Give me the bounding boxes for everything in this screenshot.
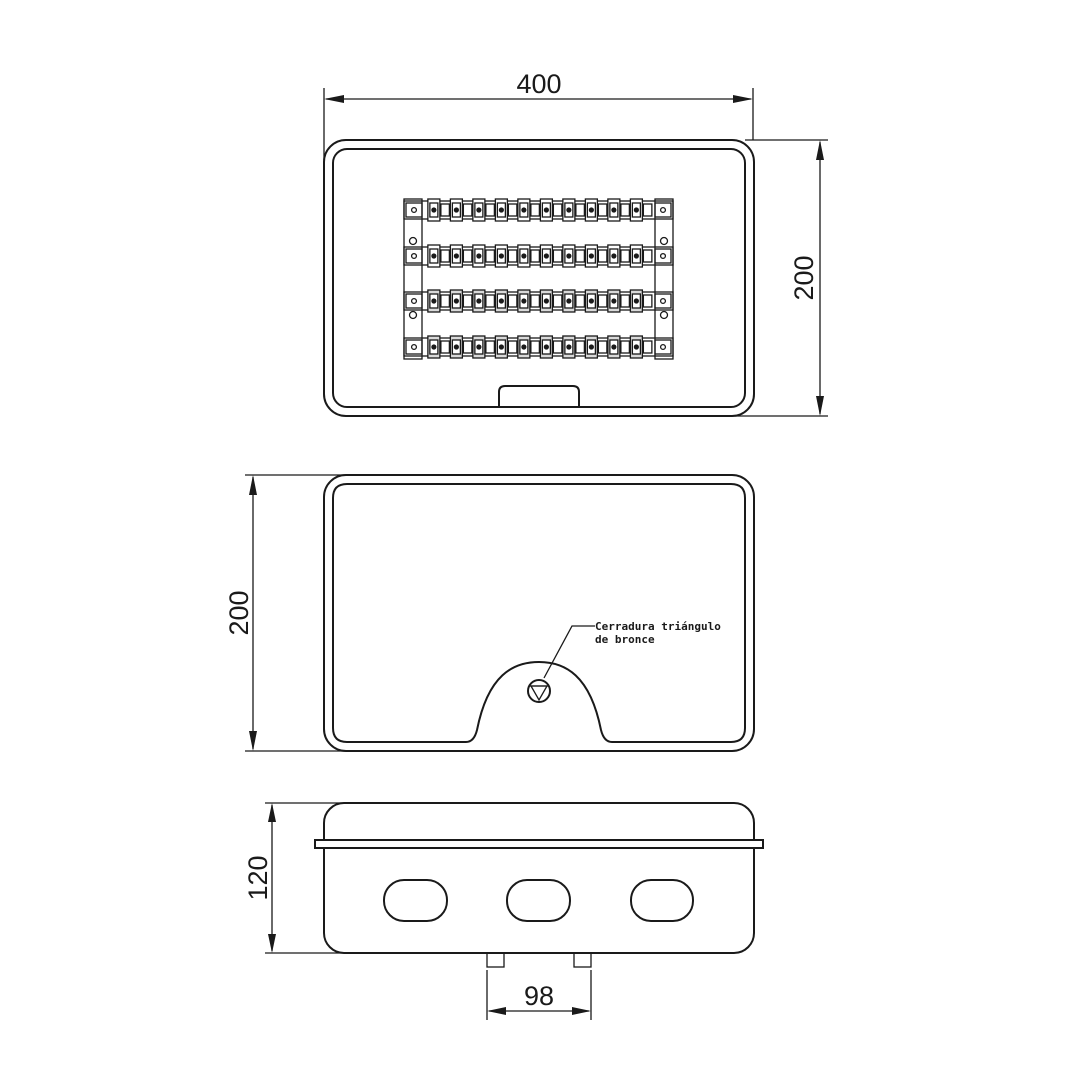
terminal [539, 335, 563, 359]
dimension-label: 400 [516, 69, 561, 99]
terminal [494, 198, 518, 222]
terminal-block [403, 198, 674, 360]
terminal [607, 198, 631, 222]
terminal [629, 335, 653, 359]
side-view: 120 98 [243, 802, 764, 1020]
terminal [629, 198, 653, 222]
dimension-label: 200 [224, 590, 254, 635]
terminal [427, 198, 451, 222]
dimension-mount-spacing-98: 98 [486, 970, 592, 1020]
box-inner-outline [332, 148, 746, 408]
terminal [517, 244, 541, 268]
dimension-height-200-right: 200 [735, 139, 828, 417]
terminal [427, 335, 451, 359]
lid-rim [314, 839, 764, 849]
terminal [562, 335, 586, 359]
annotation-line-1: Cerradura triángulo [595, 620, 721, 633]
box-outline [323, 139, 755, 417]
cable-entry-slot [506, 879, 571, 922]
terminal [449, 335, 473, 359]
dimension-width-400: 400 [323, 69, 754, 160]
terminal [629, 244, 653, 268]
top-view: 400 200 [323, 69, 828, 417]
terminal [449, 244, 473, 268]
terminal [472, 198, 496, 222]
dimension-height-120: 120 [243, 802, 345, 954]
terminal [517, 198, 541, 222]
terminal [427, 289, 451, 313]
cable-entry-slot [630, 879, 694, 922]
mounting-foot [573, 952, 592, 968]
terminal [472, 335, 496, 359]
terminal [449, 289, 473, 313]
terminal [517, 335, 541, 359]
terminal [494, 244, 518, 268]
front-inner-outline-with-arch [332, 483, 746, 743]
terminal [584, 335, 608, 359]
front-view: 200 Cerradura triángulo de bronce [224, 474, 755, 752]
terminal [562, 198, 586, 222]
terminal [494, 289, 518, 313]
terminal [607, 244, 631, 268]
terminal [427, 244, 451, 268]
terminal [584, 289, 608, 313]
front-box-outline [323, 474, 755, 752]
terminal [449, 198, 473, 222]
dimension-label: 120 [243, 855, 273, 900]
terminal [472, 289, 496, 313]
side-box-outline [323, 802, 755, 954]
terminal [629, 289, 653, 313]
dimension-height-200-left: 200 [224, 474, 345, 752]
terminal [494, 335, 518, 359]
terminal [584, 198, 608, 222]
terminal [562, 289, 586, 313]
mounting-foot [486, 952, 505, 968]
terminal [539, 244, 563, 268]
annotation-line-2: de bronce [595, 633, 655, 646]
terminal [607, 289, 631, 313]
dimension-label: 200 [789, 255, 819, 300]
triangle-lock-icon [527, 679, 551, 703]
terminal [562, 244, 586, 268]
terminal [517, 289, 541, 313]
cable-entry-slot [383, 879, 448, 922]
terminal [539, 289, 563, 313]
terminal [472, 244, 496, 268]
terminal [607, 335, 631, 359]
dimension-label: 98 [524, 981, 554, 1011]
terminal [539, 198, 563, 222]
leader-line [543, 625, 595, 679]
lid-tab [498, 385, 580, 407]
terminal [584, 244, 608, 268]
